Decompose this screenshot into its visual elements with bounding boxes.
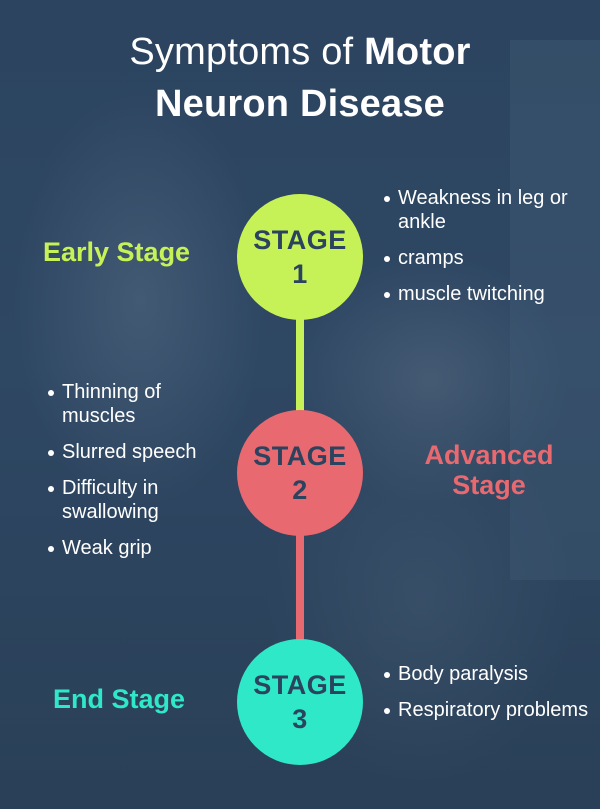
symptom-item: Slurred speech xyxy=(46,440,236,464)
stage-3-word: STAGE xyxy=(253,670,347,700)
symptom-item: Body paralysis xyxy=(382,662,592,686)
connector-stage2-stage3 xyxy=(296,520,304,660)
stage-1-symptom-list: Weakness in leg or ankle cramps muscle t… xyxy=(382,186,592,318)
stage-1-number: 1 xyxy=(292,259,308,289)
symptom-item: muscle twitching xyxy=(382,282,592,306)
symptom-item: Difficulty in swallowing xyxy=(46,476,236,524)
background-shelf xyxy=(510,40,600,580)
title-part2: Motor xyxy=(364,31,471,73)
stage-2-label-line1: Advanced xyxy=(424,440,554,470)
stage-1-label: Early Stage xyxy=(43,237,191,267)
stage-2-circle: STAGE 2 xyxy=(237,410,363,536)
connector-stage1-stage2 xyxy=(296,300,304,430)
stage-1-word: STAGE xyxy=(253,225,347,255)
stage-2-label: Advanced Stage xyxy=(414,440,564,500)
stage-3-label: End Stage xyxy=(53,684,186,714)
stage-2-symptom-list: Thinning of muscles Slurred speech Diffi… xyxy=(46,380,236,572)
symptom-item: Weak grip xyxy=(46,536,236,560)
title-line2: Neuron Disease xyxy=(154,83,446,125)
symptom-item: Weakness in leg or ankle xyxy=(382,186,592,234)
stage-2-label-line2: Stage xyxy=(452,470,526,500)
stage-2-number: 2 xyxy=(292,475,308,505)
stage-1-circle: STAGE 1 xyxy=(237,194,363,320)
stage-3-circle: STAGE 3 xyxy=(237,639,363,765)
stage-3-number: 3 xyxy=(292,704,308,734)
stage-2-word: STAGE xyxy=(253,441,347,471)
stage-3-symptom-list: Body paralysis Respiratory problems xyxy=(382,662,592,734)
title-part1: Symptoms of xyxy=(129,31,365,73)
symptom-item: Thinning of muscles xyxy=(46,380,236,428)
symptom-item: Respiratory problems xyxy=(382,698,592,722)
page-title: Symptoms of Motor Neuron Disease xyxy=(0,26,600,130)
symptom-item: cramps xyxy=(382,246,592,270)
